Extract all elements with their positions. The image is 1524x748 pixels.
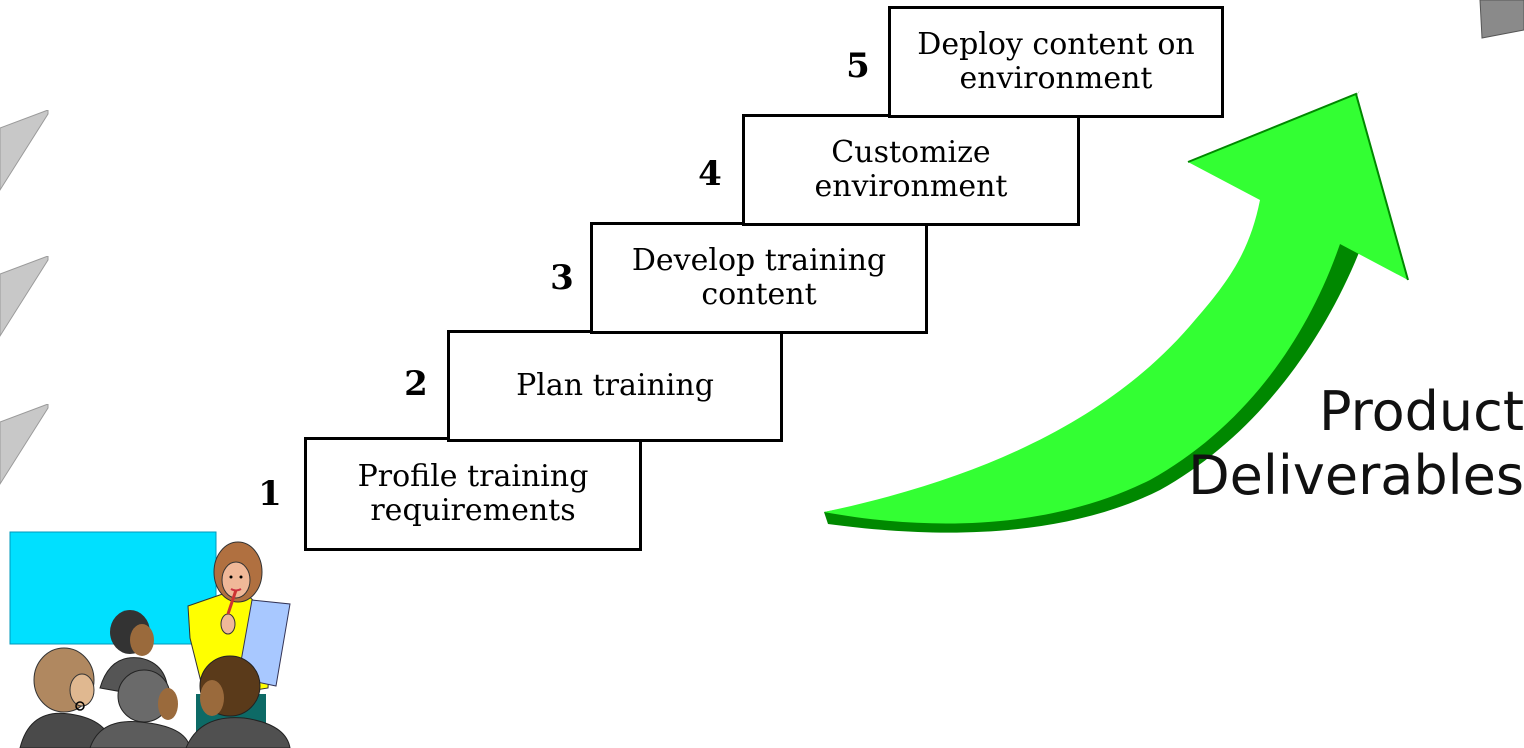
corner-tab: [1479, 0, 1524, 39]
deliverables-line-1: Product: [1318, 380, 1524, 443]
step-box-1: Profile training requirements: [304, 437, 642, 551]
step-label-5: Deploy content on environment: [917, 27, 1195, 96]
step-number-5: 5: [846, 46, 870, 86]
step-number-2: 2: [404, 364, 428, 404]
side-tab-2: [0, 256, 49, 337]
presenter-audience-clipart: [9, 531, 291, 748]
side-tab-1: [0, 110, 49, 191]
product-deliverables-label: Product Deliverables: [1120, 380, 1524, 508]
curved-up-arrow-icon: [824, 90, 1409, 533]
step-number-1: 1: [258, 474, 282, 514]
side-tab-3: [0, 404, 49, 485]
step-label-2: Plan training: [516, 368, 714, 403]
step-number-3: 3: [550, 258, 574, 298]
step-box-2: Plan training: [447, 330, 783, 442]
deliverables-line-2: Deliverables: [1188, 444, 1524, 507]
step-number-4: 4: [698, 154, 722, 194]
step-box-5: Deploy content on environment: [888, 6, 1224, 118]
step-label-3: Develop training content: [631, 243, 887, 312]
step-label-4: Customize environment: [814, 135, 1008, 204]
step-box-3: Develop training content: [590, 222, 928, 334]
step-label-1: Profile training requirements: [357, 459, 589, 528]
